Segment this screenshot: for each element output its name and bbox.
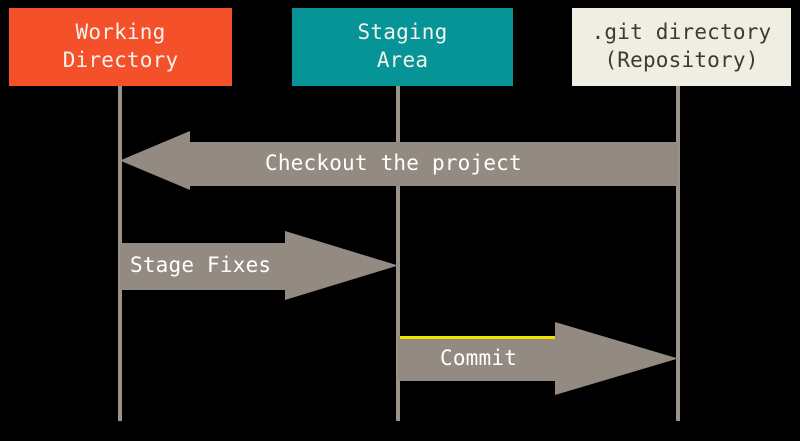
arrow-label-checkout: Checkout the project [265, 151, 522, 175]
arrow-label-commit: Commit [440, 346, 518, 370]
arrow-checkout-shape [120, 131, 678, 190]
stage-box-staging-area[interactable]: Staging Area [292, 8, 513, 86]
lifeline-git-directory [676, 84, 680, 421]
stage-box-git-directory[interactable]: .git directory (Repository) [572, 8, 791, 86]
stage-label-line2: Area [376, 48, 429, 72]
stage-label-line2: (Repository) [604, 48, 759, 72]
stage-label-line1: .git directory [591, 20, 772, 45]
stage-label-line1: Staging [357, 20, 448, 45]
lifeline-staging-area [396, 84, 400, 421]
stage-label-line1: Working [75, 20, 166, 45]
arrow-stage-fixes-shape [120, 231, 398, 300]
stage-box-working-directory[interactable]: Working Directory [9, 8, 232, 86]
arrow-label-stage-fixes: Stage Fixes [130, 253, 272, 277]
arrow-commit-shape [398, 322, 678, 395]
stage-label-line2: Directory [62, 48, 179, 72]
